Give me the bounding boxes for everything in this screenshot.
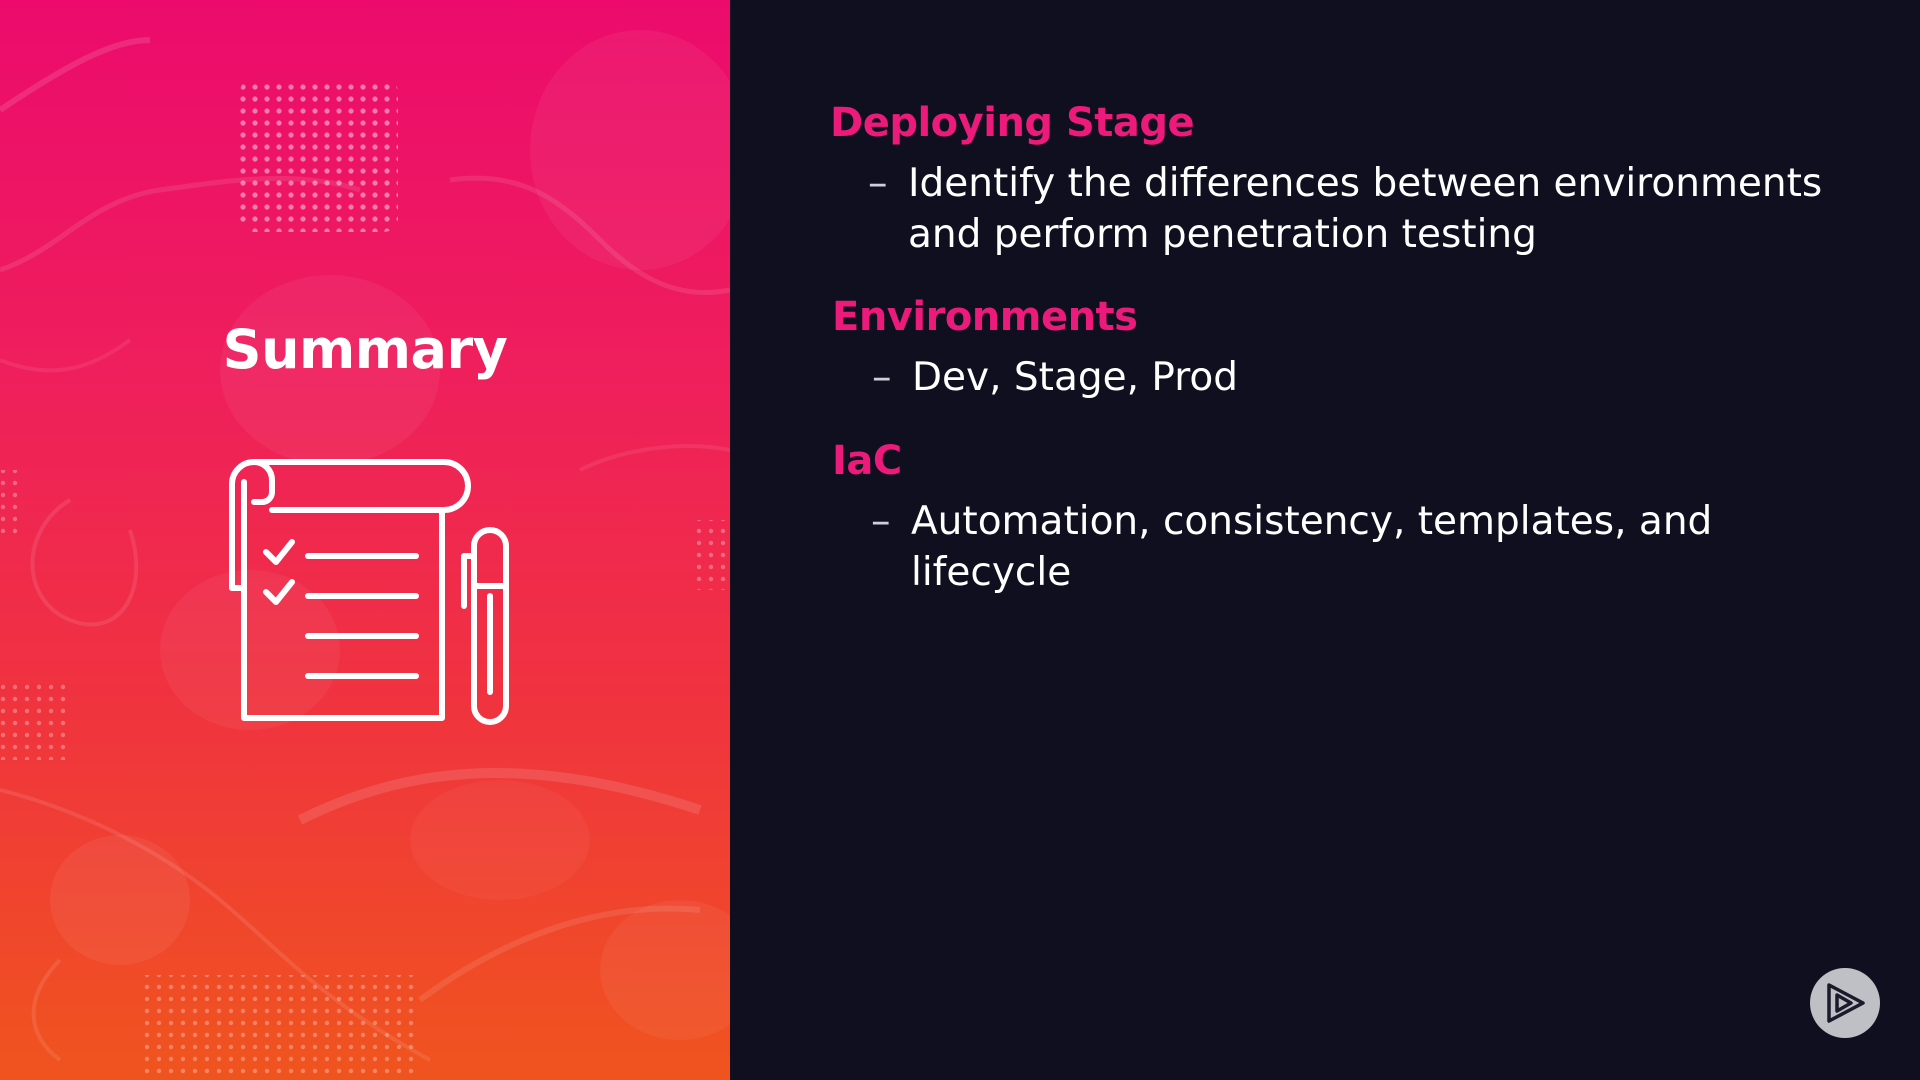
bullet-deploying-stage: – Identify the differences between envir… xyxy=(868,158,1848,260)
background-decoration xyxy=(0,30,730,1080)
summary-title: Summary xyxy=(222,318,508,381)
bullet-text: Dev, Stage, Prod xyxy=(912,355,1239,400)
bullet-dash: – xyxy=(872,355,892,400)
bullet-dash: – xyxy=(871,499,891,544)
checklist-with-pen-icon xyxy=(229,459,509,725)
bullet-text: Identify the differences between environ… xyxy=(908,161,1823,257)
section-heading-deploying-stage: Deploying Stage xyxy=(830,100,1195,146)
bullet-text: Automation, consistency, templates, and … xyxy=(911,499,1713,595)
bullet-iac: – Automation, consistency, templates, an… xyxy=(871,496,1731,598)
bullet-dash: – xyxy=(868,161,888,206)
play-logo-button[interactable] xyxy=(1810,968,1880,1038)
left-panel: Summary xyxy=(0,0,730,1080)
right-panel: Deploying Stage – Identify the differenc… xyxy=(730,0,1920,1080)
section-heading-iac: IaC xyxy=(832,438,902,484)
section-heading-environments: Environments xyxy=(832,294,1138,340)
bullet-environments: – Dev, Stage, Prod xyxy=(872,352,1852,403)
play-logo-icon xyxy=(1827,983,1865,1023)
